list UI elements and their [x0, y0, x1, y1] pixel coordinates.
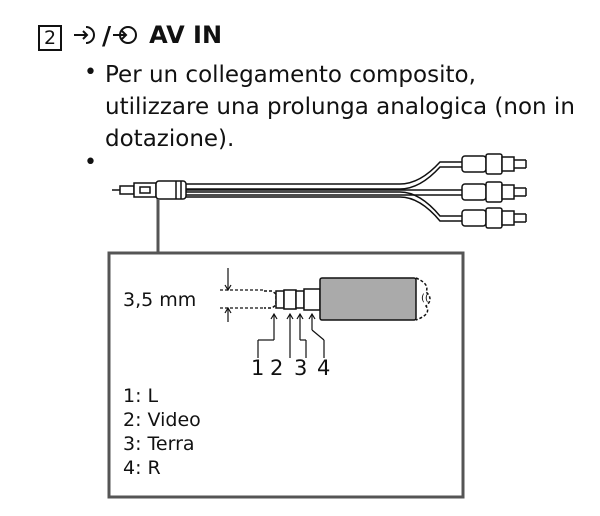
rca-plug-1 [461, 153, 527, 175]
av-cable [186, 161, 462, 222]
line-in-icon [111, 23, 141, 47]
pin-leaders [257, 312, 325, 358]
pin-number-2: 2 [270, 356, 284, 380]
rca-plug-2 [461, 181, 527, 203]
legend-item: 2: Video [123, 409, 201, 431]
bullet-dot-1: • [84, 60, 97, 85]
legend-item: 3: Terra [123, 433, 195, 455]
pin-number-4: 4 [317, 356, 331, 380]
legend-item: 1: L [123, 385, 159, 407]
svg-text:((: (( [421, 293, 429, 304]
bullet-text-1: Per un collegamento composito, utilizzar… [105, 62, 575, 152]
legend-item: 4: R [123, 457, 161, 479]
rca-plug-3 [461, 207, 527, 229]
jack-size-label: 3,5 mm [123, 289, 197, 311]
detail-box [107, 251, 465, 499]
step-number-box: 2 [38, 25, 62, 51]
enlarged-jack: (( [264, 277, 431, 321]
step-number: 2 [43, 27, 57, 49]
pin-number-1: 1 [251, 356, 265, 380]
bullet-dot-2: • [84, 150, 97, 175]
pin-legend: 1: L 2: Video 3: Terra 4: R [123, 384, 201, 480]
dimension-arrows [220, 268, 264, 322]
heading-title: AV IN [149, 21, 223, 49]
heading-separator: / [102, 20, 112, 50]
section-heading: / AV IN [72, 20, 222, 50]
minijack-plug [112, 180, 187, 200]
pin-number-3: 3 [294, 356, 308, 380]
headphone-line-in-icon [72, 23, 102, 47]
